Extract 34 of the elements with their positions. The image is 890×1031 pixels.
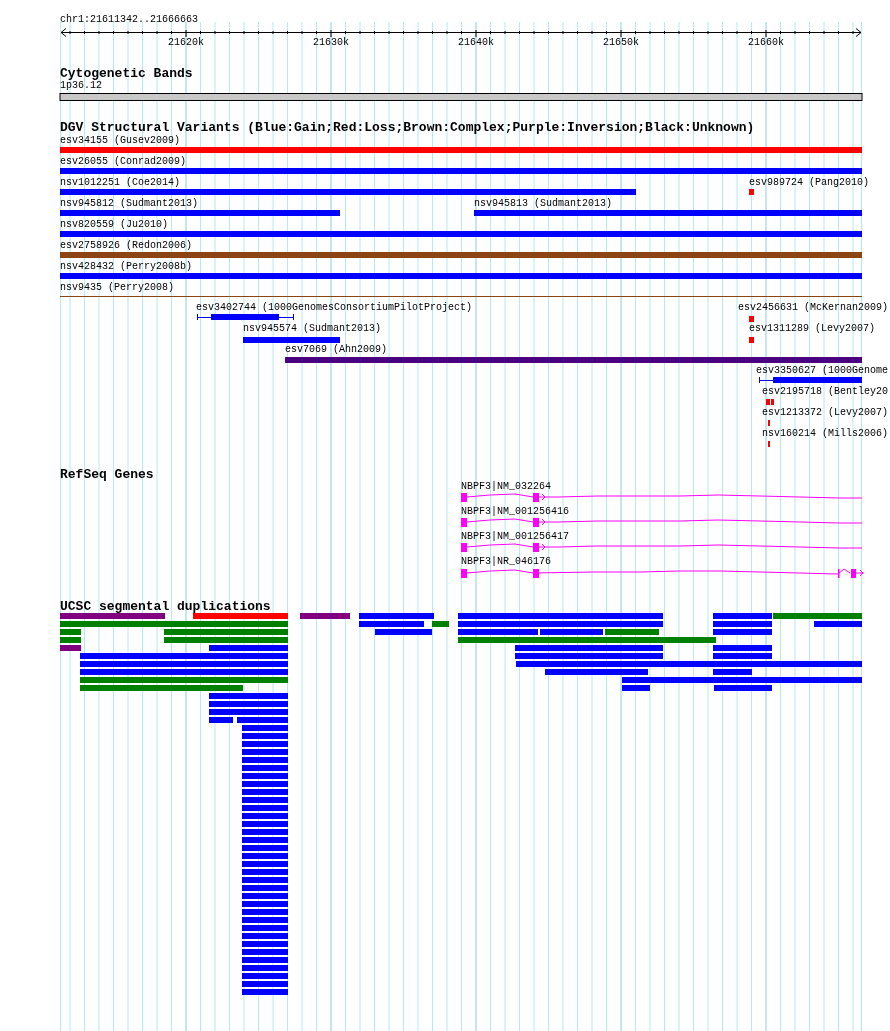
variant-label: esv2456631 (McKernan2009) <box>737 302 888 313</box>
gene-label: NBPF3|NM_001256416 <box>461 506 570 517</box>
variant-label: nsv945812 (Sudmant2013) <box>60 198 199 209</box>
coordinate-label: chr1:21611342..21666663 <box>60 14 199 25</box>
variant-label: esv7069 (Ahn2009) <box>285 344 388 355</box>
band-label: 1p36.12 <box>60 80 102 91</box>
track-title: Cytogenetic Bands <box>60 67 193 80</box>
track-title: RefSeq Genes <box>60 468 154 481</box>
variant-label: esv2758926 (Redon2006) <box>60 240 193 251</box>
gene-label: NBPF3|NR_046176 <box>461 556 551 567</box>
variant-label: nsv820559 (Ju2010) <box>60 219 169 230</box>
variant-label: esv34155 (Gusev2009) <box>60 135 181 146</box>
variant-label: esv989724 (Pang2010) <box>749 177 870 188</box>
tick-label: 21620k <box>168 37 204 48</box>
variant-label: esv3350627 (1000Genome <box>755 365 888 376</box>
variant-label: esv3402744 (1000GenomesConsortiumPilotProject) <box>196 302 473 313</box>
gene-label: NBPF3|NM_001256417 <box>461 531 570 542</box>
tick-label: 21640k <box>458 37 494 48</box>
variant-label: nsv9435 (Perry2008) <box>60 282 175 293</box>
variant-label: nsv428432 (Perry2008b) <box>60 261 193 272</box>
tick-label: 21630k <box>313 37 349 48</box>
variant-label: nsv945813 (Sudmant2013) <box>474 198 613 209</box>
tick-label: 21650k <box>603 37 639 48</box>
variant-label: esv1311289 (Levy2007) <box>749 323 876 334</box>
track-title: DGV Structural Variants (Blue:Gain;Red:Loss;Brown:Complex;Purple:Inversion;Black:Unknown) <box>60 121 755 134</box>
variant-label: nsv945574 (Sudmant2013) <box>243 323 382 334</box>
tick-label: 21660k <box>748 37 784 48</box>
variant-label: nsv1012251 (Coe2014) <box>60 177 181 188</box>
gene-label: NBPF3|NM_032264 <box>461 481 551 492</box>
variant-label: nsv160214 (Mills2006) <box>761 428 888 439</box>
variant-label: esv26055 (Conrad2009) <box>60 156 187 167</box>
variant-label: esv2195718 (Bentley20 <box>761 386 888 397</box>
track-title: UCSC segmental duplications <box>60 600 271 613</box>
variant-label: esv1213372 (Levy2007) <box>761 407 888 418</box>
